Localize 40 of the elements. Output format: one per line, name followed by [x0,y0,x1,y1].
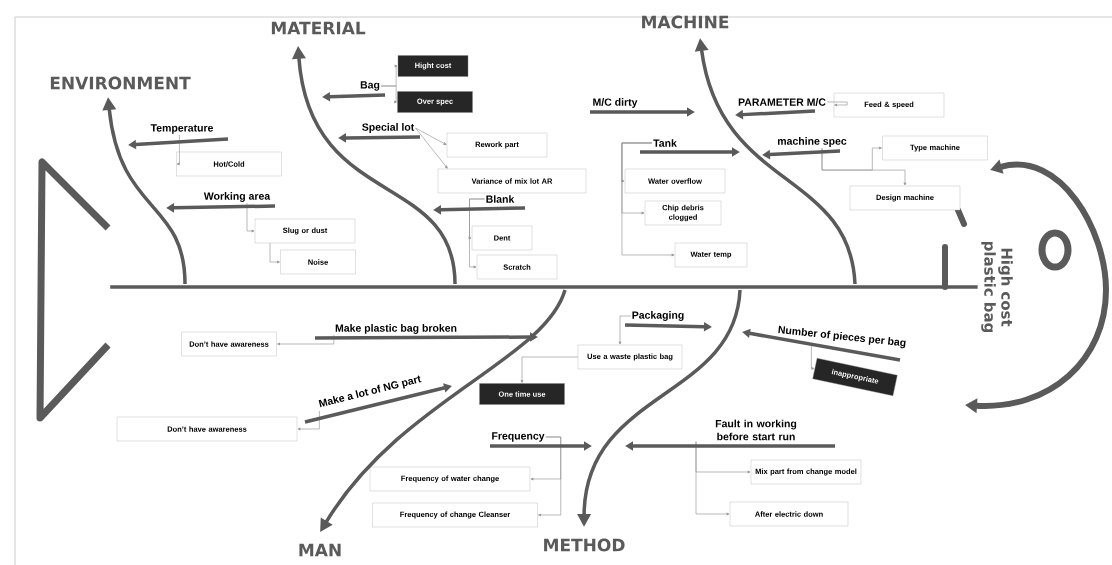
cause-label: Working area [203,192,271,202]
category-label: ENVIRONMENT [50,76,191,90]
cause-label: M/C dirty [593,98,638,108]
connector-arrow [415,127,447,145]
connector-arrow [469,198,485,269]
connector-arrow [520,356,579,383]
cause-label: Temperature [150,124,214,134]
cause-label: Blank [486,195,515,203]
category-label: METHOD [544,538,625,552]
cause-label: PARAMETER M/C [738,98,826,106]
connector-arrow [621,142,675,257]
fish-tail-drawing [36,158,111,422]
problem-label: High cost plastic bag [981,241,1013,333]
cause-arrow [304,383,452,424]
cause-label: Frequency [492,432,545,442]
connector-arrow [297,410,320,431]
cause-label: Special lot [362,123,415,133]
connector-arrow [618,315,631,345]
connector-arrow [269,242,280,264]
category-label: MACHINE [642,15,729,29]
connector-arrow [821,147,907,186]
cause-label: Make a lot of NG part [318,375,422,408]
cause-label: Make plastic bag broken [335,324,457,334]
connector-arrow [380,85,397,104]
category-label: MAN [299,543,341,557]
connector-arrow [277,334,335,346]
cause-label: Bag [360,81,380,91]
connector-arrow [538,436,562,517]
spine-line [110,285,978,289]
cause-label: Tank [653,139,677,147]
category-label: MATERIAL [271,21,366,35]
cause-label: Packaging [632,311,684,321]
cause-label: Number of pieces per bag [778,325,906,349]
cause-label: Fault in working before start run [715,419,797,441]
connector-arrow [246,202,255,233]
cause-label: machine spec [777,137,847,147]
connector-arrow [695,441,730,516]
connector-arrow [176,134,180,166]
connector-arrow [415,127,448,169]
connector-arrow [826,101,848,107]
